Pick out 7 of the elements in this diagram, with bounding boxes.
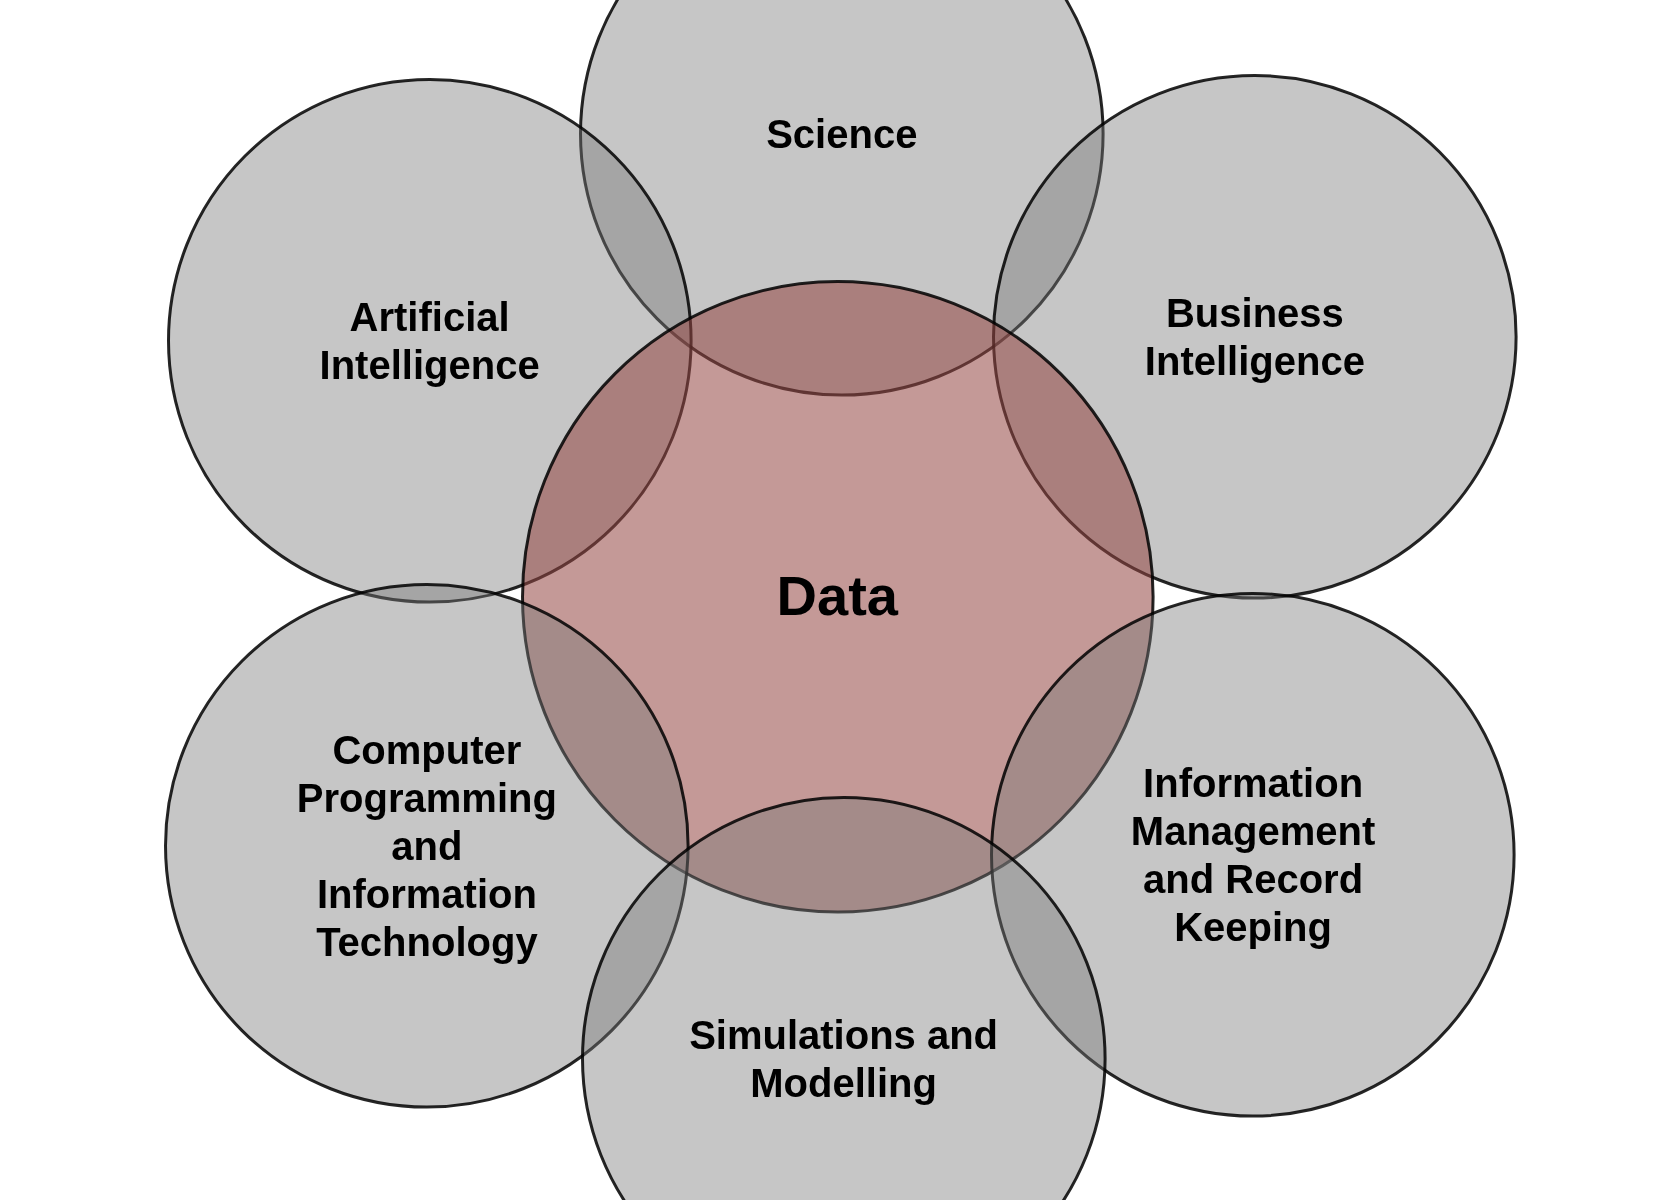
topic-label: Simulations and Modelling [688,1012,1000,1107]
topic-label: Computer Programming and Information Technology [295,726,558,966]
topic-label: Science [765,110,919,158]
topic-label: Information Management and Record Keeping [1129,759,1377,951]
core-label: Data [775,563,900,630]
topic-label: Business Intelligence [1143,290,1366,386]
topic-label: Artificial Intelligence [318,293,541,389]
